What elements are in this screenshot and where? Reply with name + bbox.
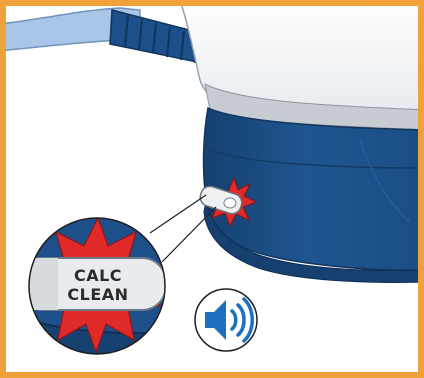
- indicator-light: [224, 198, 236, 208]
- callout-label-line1: CALC: [74, 266, 122, 285]
- sound-icon: [195, 289, 257, 351]
- callout-label-line2: CLEAN: [67, 285, 128, 304]
